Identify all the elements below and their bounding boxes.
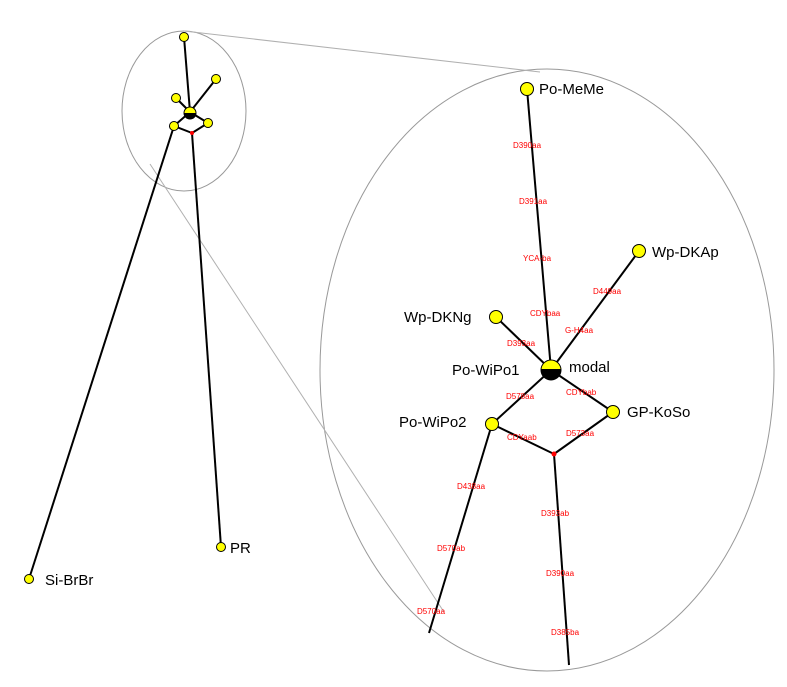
zoom-edge	[553, 411, 614, 455]
zoom-edge	[491, 423, 555, 455]
zoomed-view-ellipse	[319, 68, 775, 672]
node-wpdkng	[489, 310, 503, 324]
zoom-callout	[121, 30, 775, 672]
overview-edge	[28, 125, 175, 580]
overview-node	[179, 32, 189, 42]
mutation-label: D393ab	[541, 509, 570, 518]
overview-node-pr	[216, 542, 226, 552]
median-vector	[551, 451, 557, 457]
mutation-label: D578aa	[506, 392, 535, 401]
mutation-label: D385ba	[551, 628, 580, 637]
mutation-label: D390aa	[546, 569, 575, 578]
zoom-connector-bottom	[149, 163, 445, 613]
zoom-edge	[491, 369, 552, 425]
zoom-edge	[550, 369, 614, 413]
mutation-label: D390aa	[513, 141, 542, 150]
overview-node	[169, 121, 179, 131]
label-powipo2: Po-WiPo2	[399, 414, 467, 431]
zoom-edge	[550, 250, 640, 371]
overview-median-vector	[190, 131, 194, 135]
label-wpdkng: Wp-DKNg	[404, 309, 472, 326]
mutation-label: CDYaab	[507, 433, 537, 442]
overview-node-sibrbr	[24, 574, 34, 584]
label-powipo1: Po-WiPo1	[452, 362, 520, 379]
overview-modal-node	[183, 106, 197, 120]
zoom-connector-top	[183, 30, 541, 73]
node-powipo2	[485, 417, 499, 431]
zoom-edge	[526, 88, 552, 371]
zoom-edge	[553, 453, 570, 666]
mutation-label: CDYbab	[566, 388, 597, 397]
overview-network: PR Si-BrBr	[24, 32, 251, 589]
overview-edge	[183, 36, 191, 113]
zoom-edge	[495, 316, 552, 371]
node-modal	[540, 359, 562, 381]
mutation-label: G-H4aa	[565, 326, 594, 335]
zoomed-network: Po-MeMe Wp-DKAp Wp-DKNg modal Po-WiPo1 P…	[399, 81, 719, 666]
overview-node	[211, 74, 221, 84]
mutation-label: D570ab	[437, 544, 466, 553]
label-modal: modal	[569, 359, 610, 376]
zoom-edge	[428, 423, 493, 634]
mutation-label: D393aa	[507, 339, 536, 348]
mutation-label: D449aa	[593, 287, 622, 296]
overview-edge	[191, 132, 222, 548]
mutation-label: D573aa	[566, 429, 595, 438]
overview-node	[203, 118, 213, 128]
label-wpdkap: Wp-DKAp	[652, 244, 719, 261]
mutation-label: D391aa	[519, 197, 548, 206]
label-gpkoso: GP-KoSo	[627, 404, 690, 421]
node-wpdkap	[632, 244, 646, 258]
mutation-label: D438aa	[457, 482, 486, 491]
node-pomeme	[520, 82, 534, 96]
overview-node	[171, 93, 181, 103]
label-pr: PR	[230, 540, 251, 557]
node-gpkoso	[606, 405, 620, 419]
mutation-label: CDYbaa	[530, 309, 561, 318]
mutation-label: YCA-ba	[523, 254, 552, 263]
overview-edge	[189, 78, 217, 113]
mutation-label: D570aa	[417, 607, 446, 616]
label-sibrbr: Si-BrBr	[45, 572, 93, 589]
label-pomeme: Po-MeMe	[539, 81, 604, 98]
